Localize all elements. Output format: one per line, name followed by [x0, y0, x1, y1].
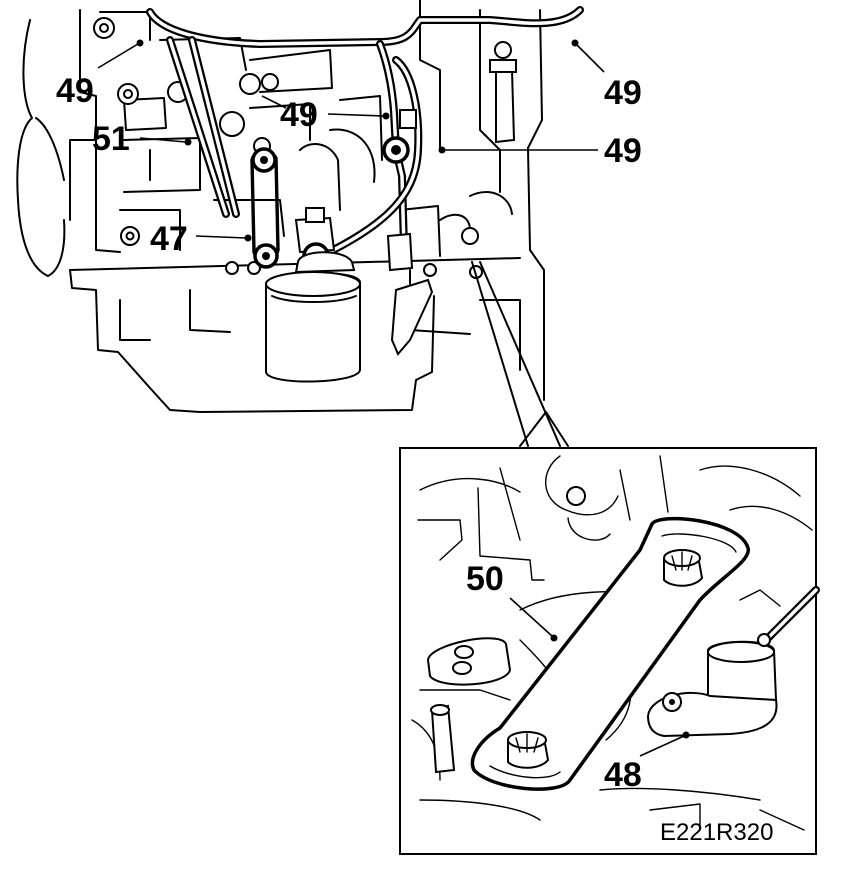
callout-labels: 49 51 49 49 49 47 50 48 E221R320: [56, 72, 773, 846]
callout-48: 48: [604, 756, 642, 794]
figure-code: E221R320: [660, 819, 773, 846]
pipe-fittings: [382, 109, 417, 272]
leader-lines: [97, 39, 690, 757]
callout-49-top-right: 49: [604, 74, 642, 112]
bracket-47: [250, 147, 280, 269]
callout-47: 47: [150, 220, 188, 258]
callout-50: 50: [466, 560, 504, 598]
callout-49-right: 49: [604, 132, 642, 170]
callout-49-center: 49: [280, 96, 318, 134]
oil-filter: [265, 271, 361, 383]
pipes: [146, 6, 584, 270]
engine-block: [16, 0, 545, 413]
callout-49-top-left: 49: [56, 72, 94, 110]
callout-51: 51: [92, 120, 130, 158]
detail-inset: [399, 261, 820, 855]
filter-adapter: [294, 207, 356, 274]
